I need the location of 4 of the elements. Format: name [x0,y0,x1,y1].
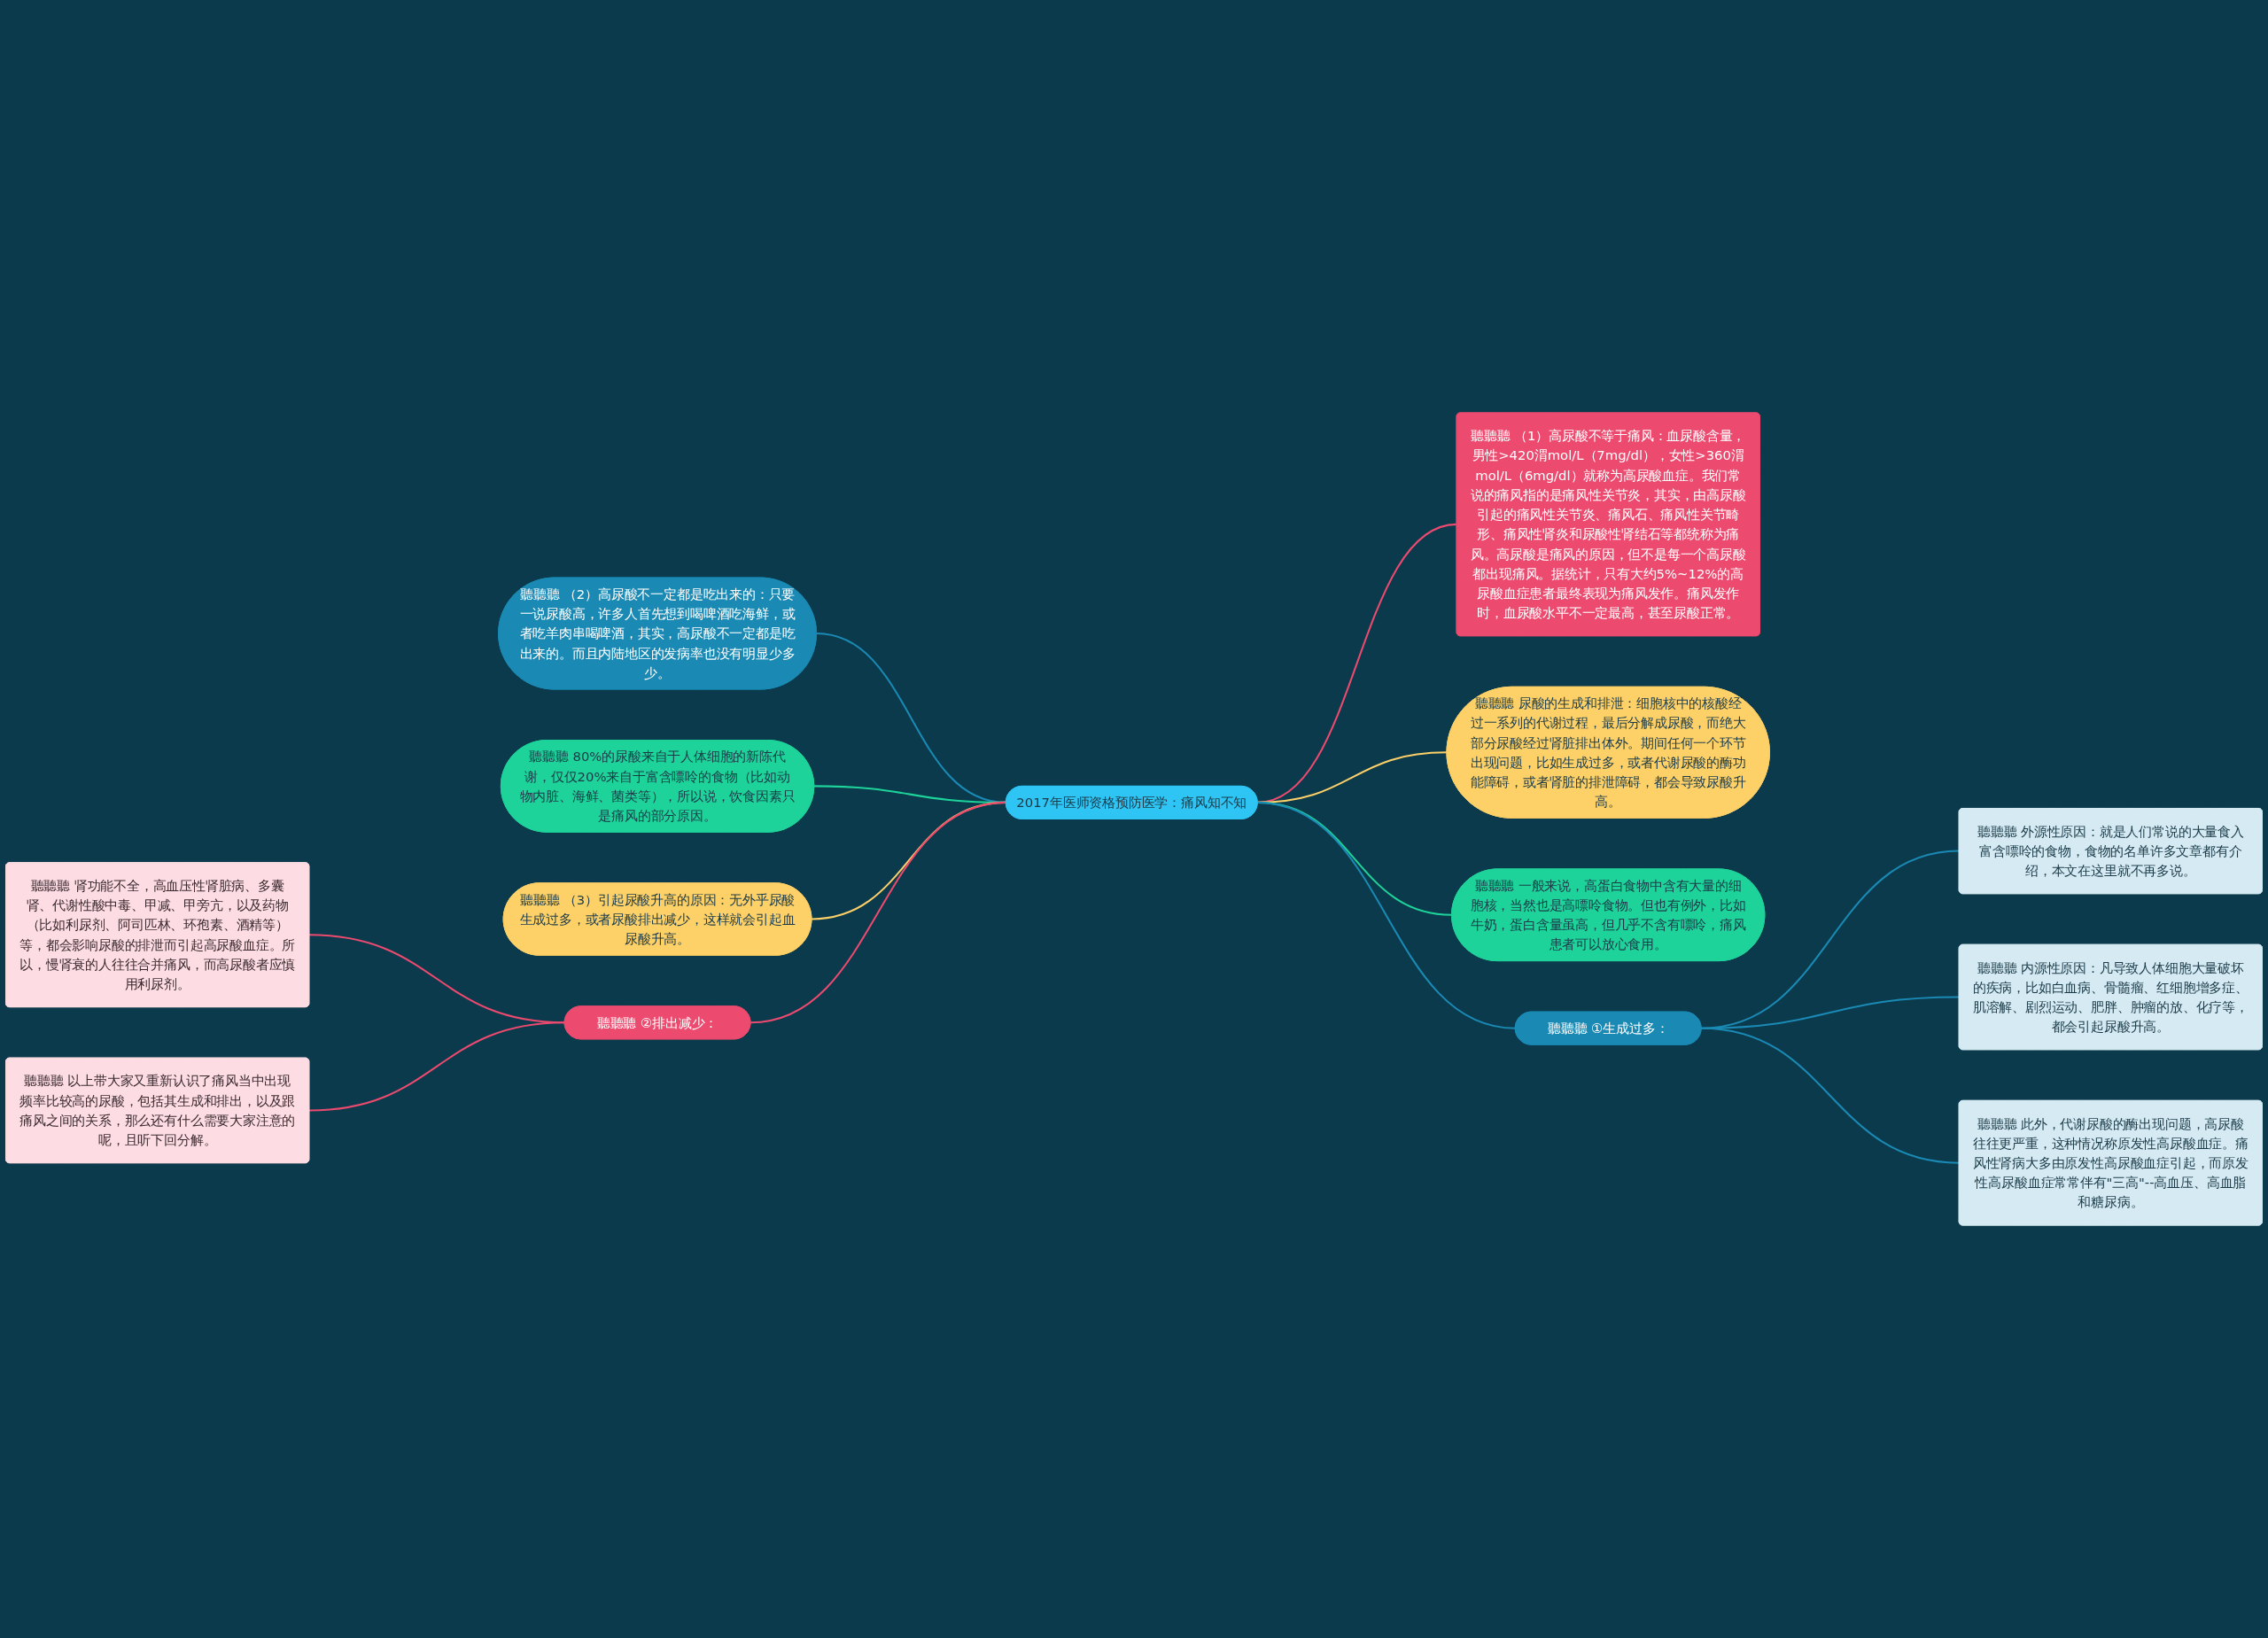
connector [750,801,1006,1024]
connector [1257,801,1516,1029]
connector [1701,1027,1960,1164]
connector [308,1021,565,1112]
